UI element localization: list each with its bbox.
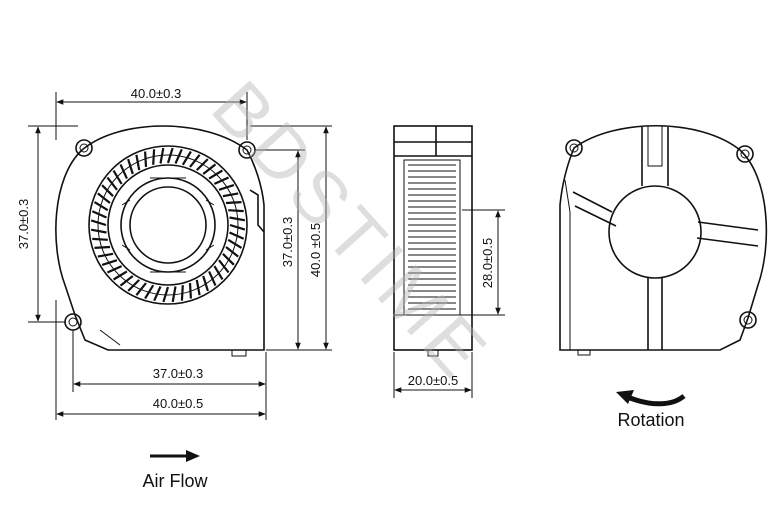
side-dimensions: 28.0±0.5 20.0±0.5: [393, 209, 505, 398]
dim-side-width: 20.0±0.5: [408, 373, 459, 388]
dim-front-outer-height: 40.0 ±0.5: [308, 223, 323, 277]
dim-front-inner-height: 37.0±0.3: [280, 217, 295, 268]
front-view: [55, 125, 265, 357]
mount-hole-top-left: [75, 139, 93, 157]
dim-side-height: 28.0±0.5: [480, 238, 495, 289]
back-housing-outline: [559, 124, 768, 351]
rotation-indicator: Rotation: [616, 390, 686, 430]
back-mount-hole-bottom-right: [739, 311, 757, 329]
rotation-arrow: [629, 393, 686, 407]
front-housing-outline: [55, 125, 265, 351]
air-flow-label: Air Flow: [142, 471, 208, 491]
back-cable-channel: [647, 125, 663, 167]
rotation-label: Rotation: [617, 410, 684, 430]
side-impeller-fins: [408, 164, 456, 310]
hub-ring: [120, 177, 216, 273]
dim-front-top-width: 40.0±0.3: [131, 86, 182, 101]
impeller-blade-ring: [97, 154, 239, 296]
air-flow-indicator: Air Flow: [142, 450, 208, 491]
hub-center: [129, 186, 207, 264]
dim-front-bottom-outer-width: 40.0±0.5: [153, 396, 204, 411]
back-struts: [572, 127, 759, 350]
dim-front-bottom-inner-width: 37.0±0.3: [153, 366, 204, 381]
back-mount-hole-top-left: [565, 139, 583, 157]
front-dimensions: 40.0±0.3 37.0±0.3 37.0±0.3 40.0 ±0.5 37.…: [16, 86, 332, 420]
front-connector: [231, 349, 247, 357]
back-view: [559, 124, 768, 356]
dim-front-left-height: 37.0±0.3: [16, 199, 31, 250]
side-view: [393, 125, 473, 357]
front-outlet-edge: [249, 189, 265, 233]
back-hub-opening: [608, 185, 702, 279]
impeller-inner-ring: [107, 164, 229, 286]
back-mount-hole-top-right: [736, 145, 754, 163]
side-connector: [427, 349, 439, 357]
impeller-blades: [90, 147, 246, 303]
impeller-outer-ring: [88, 145, 248, 305]
